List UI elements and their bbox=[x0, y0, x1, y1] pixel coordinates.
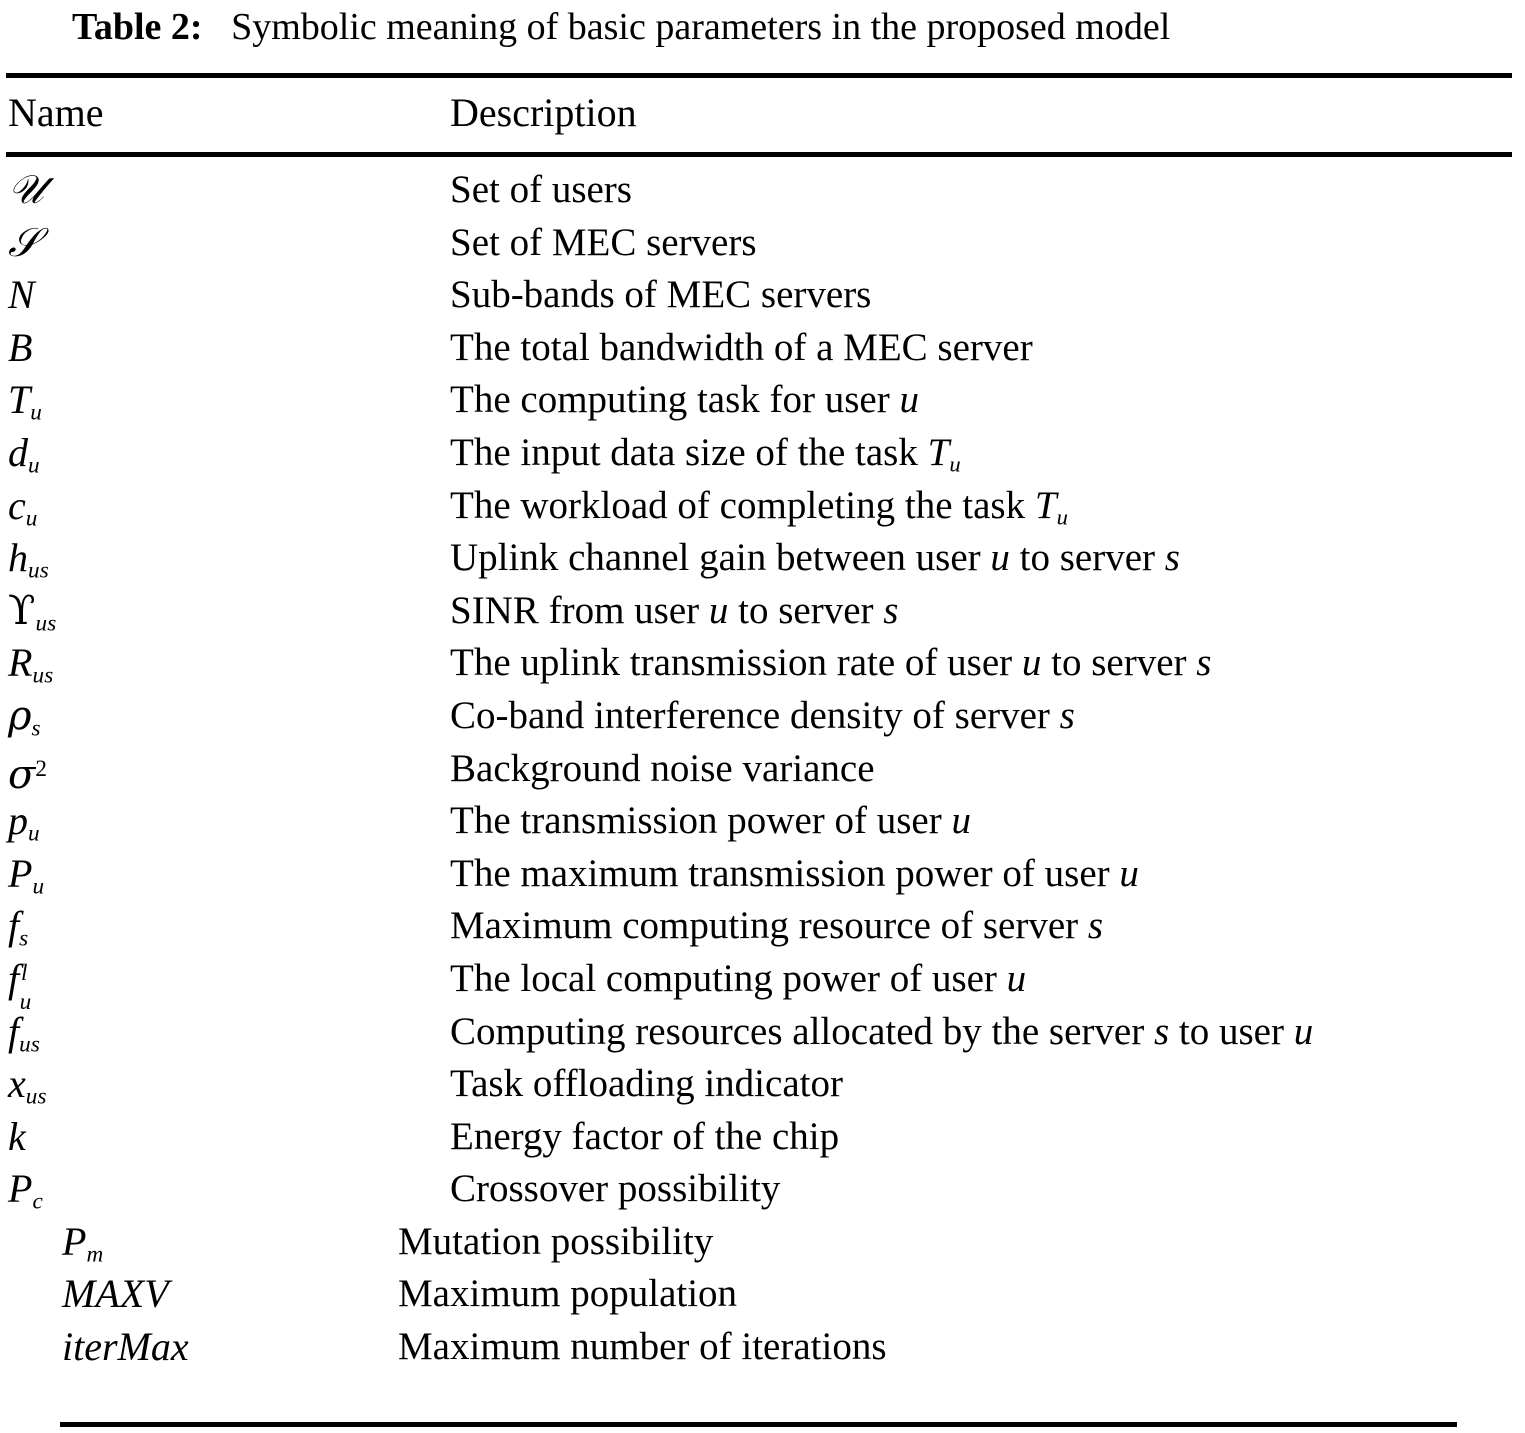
table-row: ρs Co-band interference density of server… bbox=[0, 692, 1525, 745]
row-description: The total bandwidth of a MEC server bbox=[450, 325, 1033, 369]
row-description: The uplink transmission rate of user u t… bbox=[450, 641, 1212, 685]
row-description: Uplink channel gain between user u to se… bbox=[450, 536, 1180, 580]
table-row: du The input data size of the task Tu bbox=[0, 429, 1525, 482]
table-row: fus Computing resources allocated by the … bbox=[0, 1008, 1525, 1061]
row-symbol: 𝒰 bbox=[8, 167, 44, 213]
row-description: Set of MEC servers bbox=[450, 220, 757, 264]
row-symbol: fus bbox=[8, 1008, 41, 1057]
row-description: Sub-bands of MEC servers bbox=[450, 273, 872, 317]
row-description: Maximum population bbox=[398, 1272, 738, 1316]
row-description: Mutation possibility bbox=[398, 1219, 714, 1263]
table-row: hus Uplink channel gain between user u to… bbox=[0, 534, 1525, 587]
table-row: σ2 Background noise variance bbox=[0, 745, 1525, 798]
row-symbol: Tu bbox=[8, 377, 43, 426]
row-symbol: cu bbox=[8, 482, 38, 532]
table-caption-label: Table 2: bbox=[72, 6, 203, 48]
table-row: ϒus SINR from user u to server s bbox=[0, 587, 1525, 640]
row-symbol: N bbox=[8, 272, 35, 318]
row-description: Task offloading indicator bbox=[450, 1062, 843, 1106]
row-description: The computing task for user u bbox=[450, 378, 919, 422]
row-symbol: du bbox=[8, 429, 40, 479]
row-description: Computing resources allocated by the ser… bbox=[450, 1009, 1314, 1053]
row-symbol: ρs bbox=[8, 692, 41, 742]
row-symbol: k bbox=[8, 1113, 26, 1159]
row-symbol: B bbox=[8, 324, 33, 370]
column-header-name: Name bbox=[8, 90, 104, 135]
row-symbol: 𝒮 bbox=[8, 219, 39, 266]
table-row: xus Task offloading indicator bbox=[0, 1060, 1525, 1113]
row-symbol: Pm bbox=[62, 1218, 104, 1268]
row-description: Maximum number of iterations bbox=[398, 1325, 887, 1369]
table-row: Rus The uplink transmission rate of user … bbox=[0, 639, 1525, 692]
row-symbol: fs bbox=[8, 903, 29, 952]
row-symbol: Rus bbox=[8, 640, 54, 689]
row-description: Set of users bbox=[450, 168, 632, 211]
table-bottom-rule bbox=[60, 1422, 1457, 1427]
table-row: fs Maximum computing resource of server s bbox=[0, 902, 1525, 955]
row-symbol: Pu bbox=[8, 850, 45, 900]
table-row: Pu The maximum transmission power of user… bbox=[0, 850, 1525, 903]
row-symbol: xus bbox=[8, 1061, 47, 1110]
table-top-rule bbox=[6, 73, 1512, 78]
row-symbol: iterMax bbox=[62, 1324, 189, 1370]
table-row: N Sub-bands of MEC servers bbox=[0, 271, 1525, 324]
table-row: Pc Crossover possibility bbox=[0, 1165, 1525, 1218]
table-row: MAXV Maximum population bbox=[0, 1270, 1525, 1323]
row-description: The transmission power of user u bbox=[450, 799, 971, 843]
row-description: Energy factor of the chip bbox=[450, 1114, 840, 1158]
row-description: The maximum transmission power of user u bbox=[450, 851, 1139, 895]
row-symbol: ϒus bbox=[8, 587, 57, 637]
table-caption-text: Symbolic meaning of basic parameters in … bbox=[231, 6, 1171, 48]
row-symbol: Pc bbox=[8, 1166, 43, 1215]
table-row: cu The workload of completing the task Tu bbox=[0, 482, 1525, 535]
row-description: Background noise variance bbox=[450, 746, 875, 790]
row-symbol: σ2 bbox=[8, 751, 47, 798]
table-row: Pm Mutation possibility bbox=[0, 1218, 1525, 1271]
table-row: pu The transmission power of user u bbox=[0, 797, 1525, 850]
table-row: 𝒰 Set of users bbox=[0, 166, 1525, 219]
table-row: Tu The computing task for user u bbox=[0, 376, 1525, 429]
table-row: B The total bandwidth of a MEC server bbox=[0, 324, 1525, 377]
table-row: 𝒮 Set of MEC servers bbox=[0, 219, 1525, 272]
row-symbol: hus bbox=[8, 535, 50, 584]
row-description: SINR from user u to server s bbox=[450, 588, 899, 632]
row-symbol: pu bbox=[8, 798, 40, 847]
table-row: iterMax Maximum number of iterations bbox=[0, 1323, 1525, 1376]
row-description: Co-band interference density of server s bbox=[450, 693, 1075, 737]
row-description: Maximum computing resource of server s bbox=[450, 904, 1104, 948]
row-description: The input data size of the task Tu bbox=[450, 430, 961, 477]
column-header-description: Description bbox=[450, 90, 637, 135]
table-caption: Table 2: Symbolic meaning of basic param… bbox=[72, 4, 1452, 50]
row-description: The workload of completing the task Tu bbox=[450, 483, 1069, 529]
table-row: k Energy factor of the chip bbox=[0, 1113, 1525, 1166]
table-header-rule bbox=[6, 152, 1512, 157]
row-symbol: MAXV bbox=[62, 1271, 169, 1317]
row-description: Crossover possibility bbox=[450, 1167, 781, 1211]
row-description: The local computing power of user u bbox=[450, 956, 1027, 1000]
